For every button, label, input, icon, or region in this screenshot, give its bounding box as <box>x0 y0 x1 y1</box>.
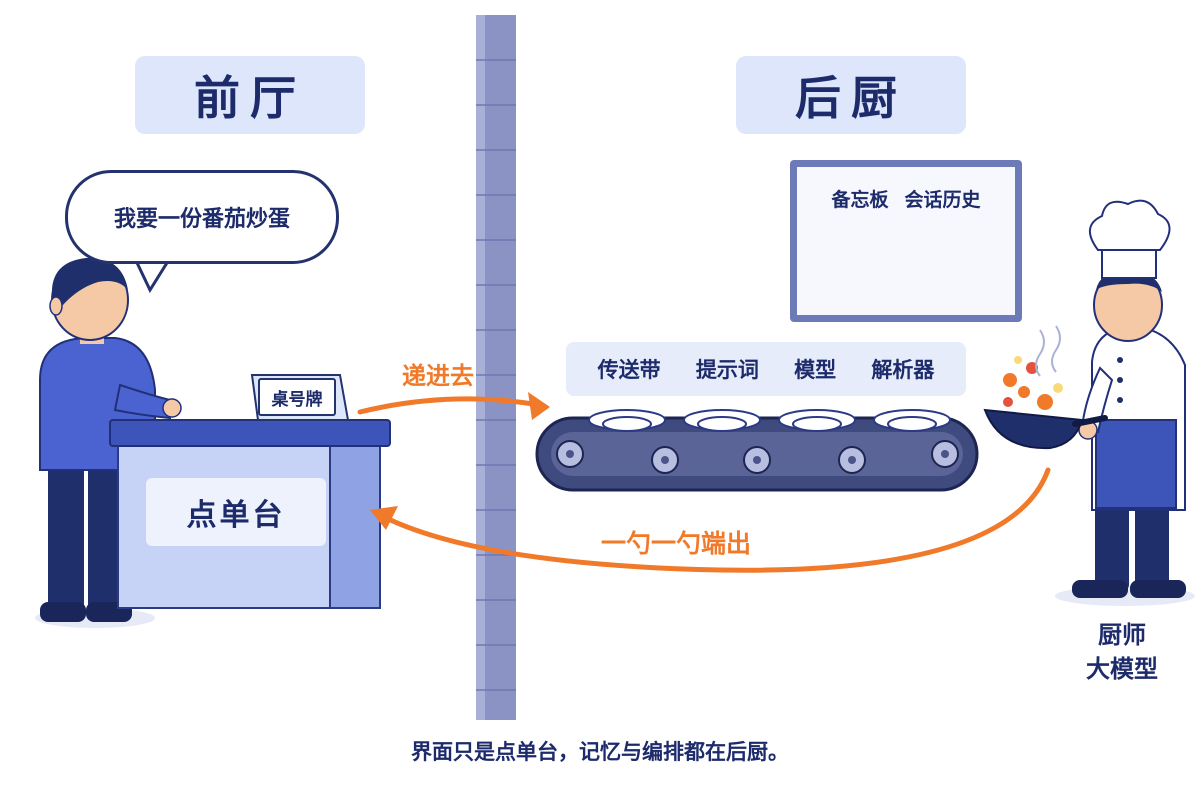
return-arrow-label: 一勺一勺端出 <box>601 529 752 558</box>
pipeline-item-parser: 解析器 <box>871 358 935 382</box>
forward-arrow-label: 递进去 <box>402 362 474 390</box>
plates <box>588 409 951 432</box>
order-counter-label: 点单台 <box>146 478 326 546</box>
front-hall-title: 前厅 <box>135 56 365 134</box>
chef-figure <box>1055 199 1195 606</box>
customer-figure <box>35 257 182 628</box>
return-arrow <box>379 467 1051 573</box>
forward-arrow <box>357 396 543 415</box>
pipeline-item-model: 模型 <box>794 358 837 382</box>
board-label-history: 会话历史 <box>904 189 981 211</box>
speech-text: 我要一份番茄炒蛋 <box>113 207 290 232</box>
pipeline-item-conveyor: 传送带 <box>597 358 661 382</box>
conveyor-belt <box>535 416 979 492</box>
divider-wall <box>476 15 516 720</box>
wok <box>983 325 1108 450</box>
pipeline-item-prompt: 提示词 <box>695 358 759 382</box>
speech-bubble: 我要一份番茄炒蛋 <box>65 170 339 264</box>
chef-label-line1: 厨师 <box>1098 621 1146 649</box>
pipeline-chip: 传送带 提示词 模型 解析器 <box>566 342 966 396</box>
chef-label-line2: 大模型 <box>1086 655 1158 683</box>
chef-label: 厨师 大模型 <box>1062 618 1182 686</box>
memo-board: 备忘板 会话历史 <box>790 160 1022 322</box>
table-number-sign: 桌号牌 <box>258 378 336 416</box>
caption: 界面只是点单台，记忆与编排都在后厨。 <box>411 740 789 764</box>
board-label-memo: 备忘板 <box>831 189 889 211</box>
kitchen-title: 后厨 <box>736 56 966 134</box>
